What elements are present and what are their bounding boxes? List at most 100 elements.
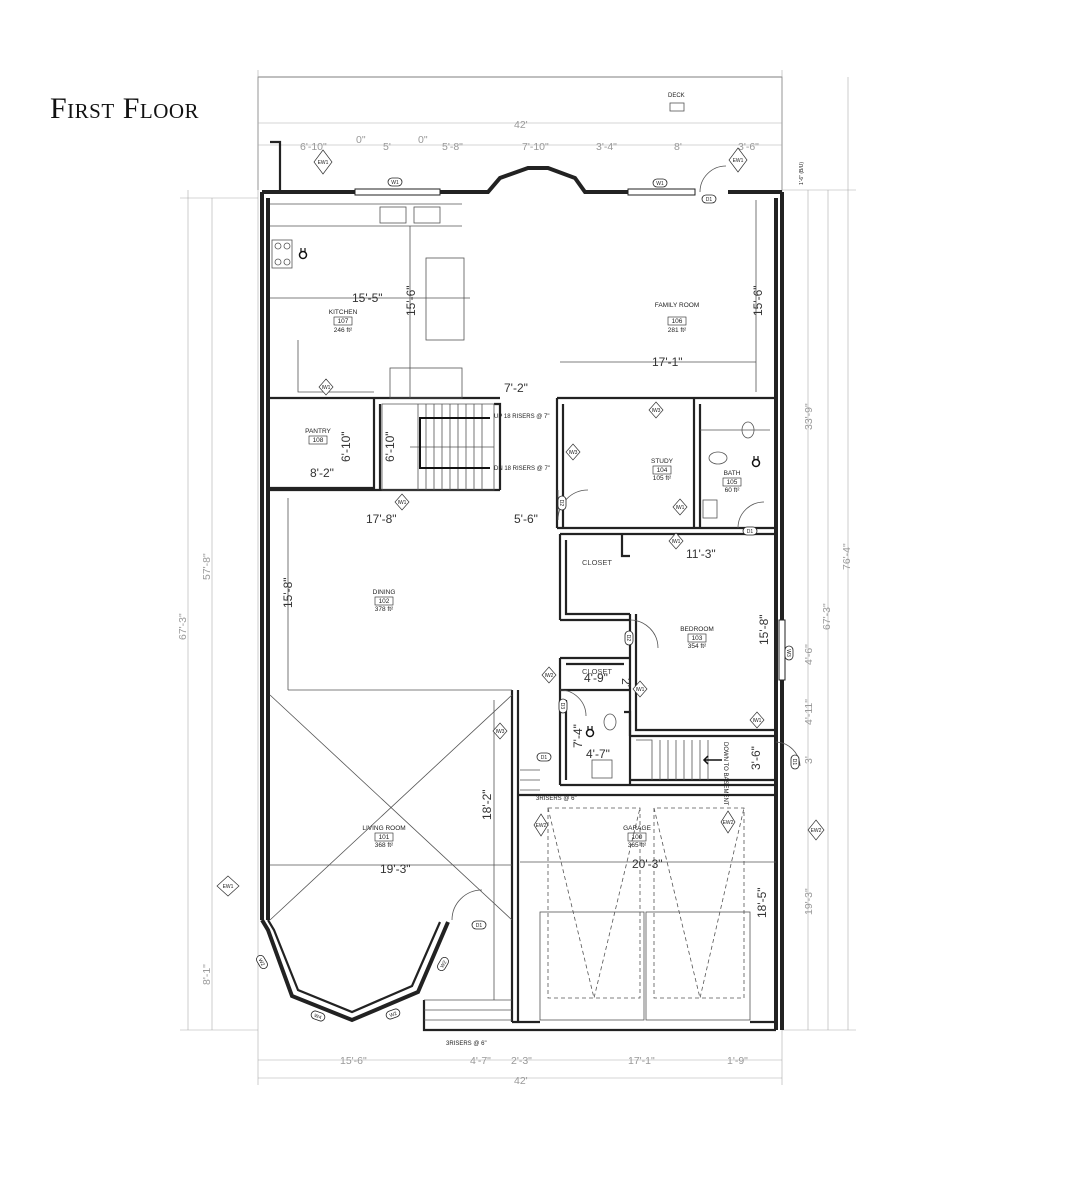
svg-text:BEDROOM: BEDROOM <box>680 626 714 633</box>
kitchen-island <box>425 257 465 341</box>
svg-text:FAMILY ROOM: FAMILY ROOM <box>655 302 700 309</box>
deck-label: DECK <box>668 93 685 99</box>
dim-right-e: 19'-3" <box>803 888 815 915</box>
svg-text:LIVING ROOM: LIVING ROOM <box>362 825 405 832</box>
dim-right-c: 4'-11" <box>803 699 815 725</box>
dim-left-outer: 67'-3" <box>177 613 189 640</box>
tag-ew2a: EW2 <box>533 813 549 837</box>
svg-text:W2: W2 <box>257 958 266 968</box>
front-risers-note: 3RISERS @ 6" <box>446 1041 487 1047</box>
svg-text:D1: D1 <box>476 923 483 929</box>
svg-text:W2: W2 <box>389 1011 398 1019</box>
kitchen-fixtures <box>270 200 757 399</box>
kitchen-height-dim: 15'-6" <box>404 285 418 316</box>
dim-top-2: 0" <box>356 134 366 146</box>
dim-top-overall: 42' <box>514 119 528 131</box>
svg-text:281 ft²: 281 ft² <box>668 327 687 334</box>
dim-top-8: 8' <box>674 141 682 153</box>
svg-text:IW1: IW1 <box>636 687 645 693</box>
tag-ew2c: EW2 <box>807 819 825 841</box>
smoke-detector-icon <box>585 726 595 738</box>
sink-left <box>379 206 407 224</box>
dim-right-outer: 76'-4" <box>841 543 853 570</box>
svg-text:365 ft²: 365 ft² <box>628 842 647 849</box>
tag-iw3c: IW3 <box>492 722 508 740</box>
room-pantry: PANTRY 108 <box>305 428 332 445</box>
svg-text:IW1: IW1 <box>672 539 681 545</box>
sink-right <box>413 206 441 224</box>
page-title: First Floor <box>50 92 200 125</box>
stair-down-note: DN 18 RISERS @ 7" <box>494 466 550 472</box>
svg-text:104: 104 <box>657 467 668 474</box>
svg-text:IW1: IW1 <box>753 718 762 724</box>
room-garage: GARAGE 100 365 ft² <box>623 825 651 849</box>
basement-stair-note: DOWN TO BASEMENT <box>722 742 728 806</box>
living-width-dim: 19'-3" <box>380 862 411 876</box>
main-stair <box>381 403 495 491</box>
pantry-height-dim: 6'-10" <box>339 431 353 462</box>
bedroom-width-dim: 11'-3" <box>686 547 716 561</box>
tag-ew2b: EW2 <box>720 810 736 834</box>
kitchen-width-dim: 15'-5" <box>352 291 383 305</box>
svg-text:STUDY: STUDY <box>651 458 674 465</box>
svg-text:EW2: EW2 <box>723 820 734 826</box>
closet-label-2: CLOSET <box>582 667 612 676</box>
svg-text:IW3: IW3 <box>496 729 505 735</box>
hall-width-dim: 7'-2" <box>504 381 528 395</box>
dim-top-4: 0" <box>418 134 428 146</box>
svg-text:D1: D1 <box>747 529 754 535</box>
svg-text:D2: D2 <box>625 635 631 642</box>
dim-bottom-2: 4'-7" <box>470 1055 491 1067</box>
closet-label-1: CLOSET <box>582 558 612 567</box>
garage-risers-note: 3RISERS @ 6" <box>536 796 577 802</box>
svg-text:W2: W2 <box>439 960 448 970</box>
dim-bottom-5: 1'-9" <box>727 1055 748 1067</box>
tag-ew1c: EW1 <box>216 875 240 897</box>
svg-text:105: 105 <box>727 479 738 486</box>
svg-text:D1: D1 <box>791 759 797 766</box>
tag-iw1e: IW1 <box>632 680 648 698</box>
stair-height-dim: 6'-10" <box>383 431 397 462</box>
svg-text:EW2: EW2 <box>536 823 547 829</box>
svg-text:IW1: IW1 <box>676 505 685 511</box>
svg-text:IW3: IW3 <box>652 408 661 414</box>
svg-text:102: 102 <box>379 598 390 605</box>
room-dining: DINING 102 378 ft² <box>373 589 396 613</box>
dim-right-mid: 67'-3" <box>821 603 833 630</box>
svg-text:W1: W1 <box>391 180 399 186</box>
wall-tags: EW1 EW1 EW1 EW2 EW2 EW2 IW1 IW1 IW3 IW3 … <box>216 147 825 897</box>
dim-top-9: 3'-6" <box>738 141 759 153</box>
svg-text:D1: D1 <box>706 197 713 203</box>
tag-iw2a: IW2 <box>541 666 557 684</box>
svg-text:W4: W4 <box>313 1013 322 1021</box>
room-living: LIVING ROOM 101 368 ft² <box>362 825 405 849</box>
dim-left-bottom: 8'-1" <box>201 964 213 985</box>
closet-height-dim: 2' <box>619 678 633 687</box>
svg-text:103: 103 <box>692 635 703 642</box>
family-height-dim: 15'-6" <box>751 285 765 316</box>
dim-top-5: 5'-8" <box>442 141 463 153</box>
svg-text:EW1: EW1 <box>223 884 234 890</box>
svg-text:107: 107 <box>338 318 349 325</box>
dim-left-inner: 57'-8" <box>201 553 213 580</box>
tag-iw1a: IW1 <box>318 378 334 396</box>
svg-text:D1: D1 <box>541 755 548 761</box>
svg-text:IW2: IW2 <box>545 673 554 679</box>
svg-text:IW3: IW3 <box>569 450 578 456</box>
stair-up-note: UP 18 RISERS @ 7" <box>494 414 549 420</box>
living-height-dim: 18'-2" <box>480 789 494 820</box>
stair2-height-dim: 3'-6" <box>749 746 763 770</box>
svg-text:246 ft²: 246 ft² <box>334 327 353 334</box>
dining-height-dim: 15'-8" <box>281 577 295 608</box>
garage-height-dim: 18'-5" <box>755 887 769 918</box>
powder-height-dim: 7'-4" <box>571 724 585 748</box>
smoke-detector-icon <box>751 456 761 468</box>
room-bath: BATH 105 60 ft² <box>722 470 742 494</box>
svg-text:354 ft²: 354 ft² <box>688 643 707 650</box>
tag-ew1b: EW1 <box>728 147 748 173</box>
tag-iw1b: IW1 <box>394 493 410 511</box>
svg-text:KITCHEN: KITCHEN <box>329 309 358 316</box>
tag-iw3a: IW3 <box>648 401 664 419</box>
dim-right-d: 3' <box>803 756 815 764</box>
